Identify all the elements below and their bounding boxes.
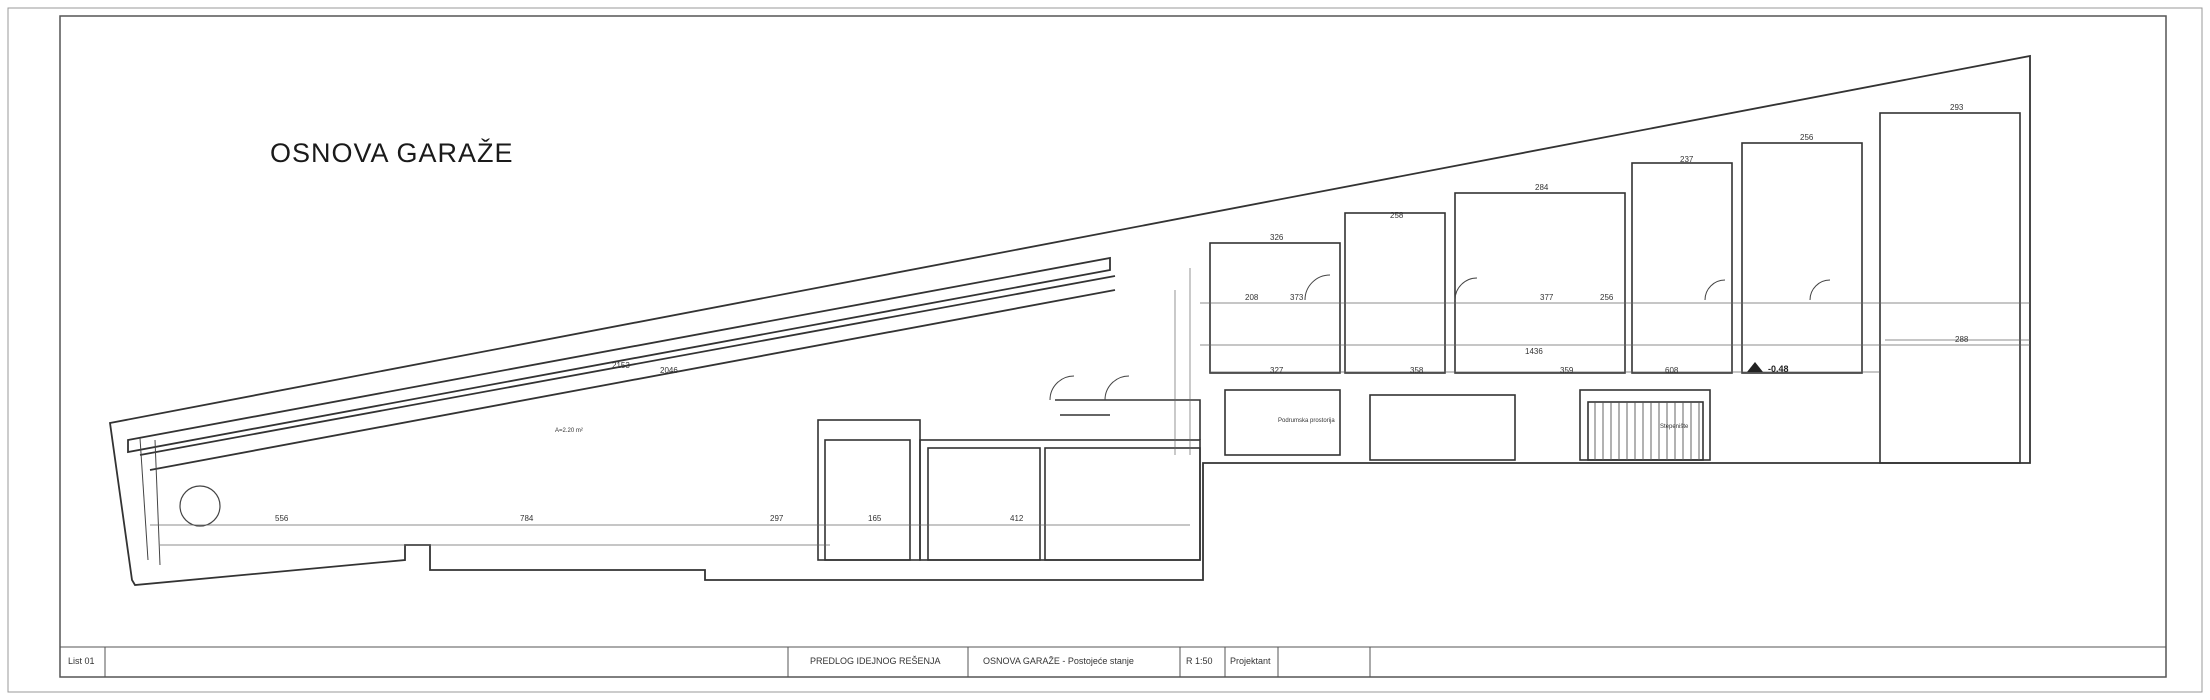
- dim-r6: 293: [1950, 103, 1964, 112]
- dim-row-256: 256: [1600, 293, 1614, 302]
- dim-r2: 258: [1390, 211, 1404, 220]
- dim-row-1436: 1436: [1525, 347, 1543, 356]
- title-block-drawing-name: OSNOVA GARAŽE - Postojeće stanje: [983, 656, 1134, 666]
- dim-row-377: 377: [1540, 293, 1554, 302]
- dim-row-208: 208: [1245, 293, 1259, 302]
- dim-long-top-inner: 2046: [660, 366, 678, 375]
- dim-r1: 326: [1270, 233, 1284, 242]
- dim-r3: 284: [1535, 183, 1549, 192]
- level-marker: -0.48: [1747, 362, 1789, 374]
- title-block-sheet: List 01: [68, 656, 95, 666]
- dim-row-358: 358: [1410, 366, 1424, 375]
- dim-row-359: 359: [1560, 366, 1574, 375]
- wall-left-inner: [154, 439, 161, 566]
- drawing-title: OSNOVA GARAŽE: [270, 138, 514, 168]
- dim-row-373: 373: [1290, 293, 1304, 302]
- dim-412: 412: [1010, 514, 1024, 523]
- dim-row-608: 608: [1665, 366, 1679, 375]
- stairs: [1594, 402, 1700, 460]
- title-block-scale: R 1:50: [1186, 656, 1213, 666]
- outer-frame: [7, 7, 2203, 693]
- room-label-stairs: Stepenište: [1660, 424, 1689, 430]
- room-label-mid: Podrumska prostorija: [1278, 418, 1335, 424]
- title-block-designer: Projektant: [1230, 656, 1271, 666]
- room-label-left: A=2.20 m²: [555, 428, 583, 434]
- title-block: [59, 646, 2167, 678]
- level-mark-text: -0.48: [1768, 364, 1789, 374]
- dim-row-327: 327: [1270, 366, 1284, 375]
- dim-bottom-right: 297: [770, 514, 784, 523]
- dimension-lines: [150, 268, 2030, 546]
- dim-r5: 256: [1800, 133, 1814, 142]
- column-circle: [179, 485, 221, 527]
- dim-bottom-mid: 784: [520, 514, 534, 523]
- dim-row-288: 288: [1955, 335, 1969, 344]
- dim-long-top-outer: 2153: [612, 361, 630, 370]
- door-swings: [1049, 274, 1831, 401]
- central-rooms: [1209, 112, 2021, 464]
- title-block-project: PREDLOG IDEJNOG REŠENJA: [810, 656, 941, 666]
- lower-rooms: [817, 399, 1201, 561]
- dim-r4: 237: [1680, 155, 1694, 164]
- dim-165: 165: [868, 514, 882, 523]
- inner-frame: [59, 15, 2167, 678]
- dim-bottom-left: 556: [275, 514, 289, 523]
